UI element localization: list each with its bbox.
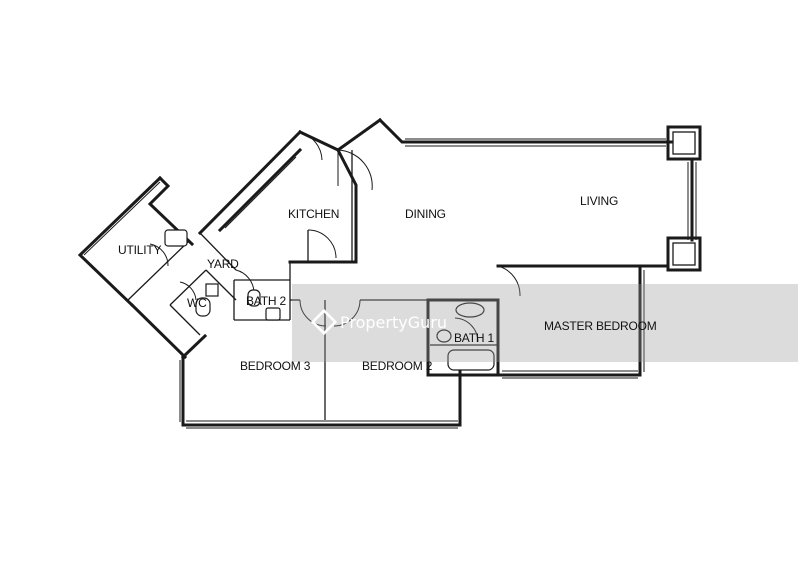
basin-icon	[265, 307, 281, 321]
label-living: LIVING	[580, 194, 618, 208]
label-wc: WC	[187, 296, 207, 310]
columns	[666, 125, 702, 272]
label-bedroom2: BEDROOM 2	[362, 359, 433, 373]
windows	[83, 138, 697, 429]
label-dining: DINING	[405, 207, 446, 221]
label-utility: UTILITY	[118, 243, 161, 257]
label-yard: YARD	[207, 257, 239, 271]
interior-walls	[127, 150, 498, 420]
label-master-bedroom: MASTER BEDROOM	[544, 319, 657, 333]
room-labels: UTILITY YARD KITCHEN DINING LIVING WC BA…	[118, 194, 657, 373]
exterior-walls	[77, 117, 694, 427]
fixtures	[164, 229, 495, 371]
shower-tray-icon	[205, 283, 219, 297]
label-kitchen: KITCHEN	[288, 207, 339, 221]
watermark: PropertyGuru	[292, 284, 798, 362]
propertyguru-diamond-icon	[310, 308, 338, 336]
basin-icon	[455, 302, 485, 318]
toilet-icon	[195, 297, 211, 317]
basin-icon	[164, 229, 188, 247]
watermark-brand: PropertyGuru	[340, 313, 447, 332]
toilet-icon	[436, 329, 452, 343]
label-bath2: BATH 2	[246, 294, 286, 308]
label-bath1: BATH 1	[454, 331, 494, 345]
toilet-icon	[247, 289, 261, 307]
bathtub-icon	[447, 349, 495, 371]
label-bedroom3: BEDROOM 3	[240, 359, 311, 373]
